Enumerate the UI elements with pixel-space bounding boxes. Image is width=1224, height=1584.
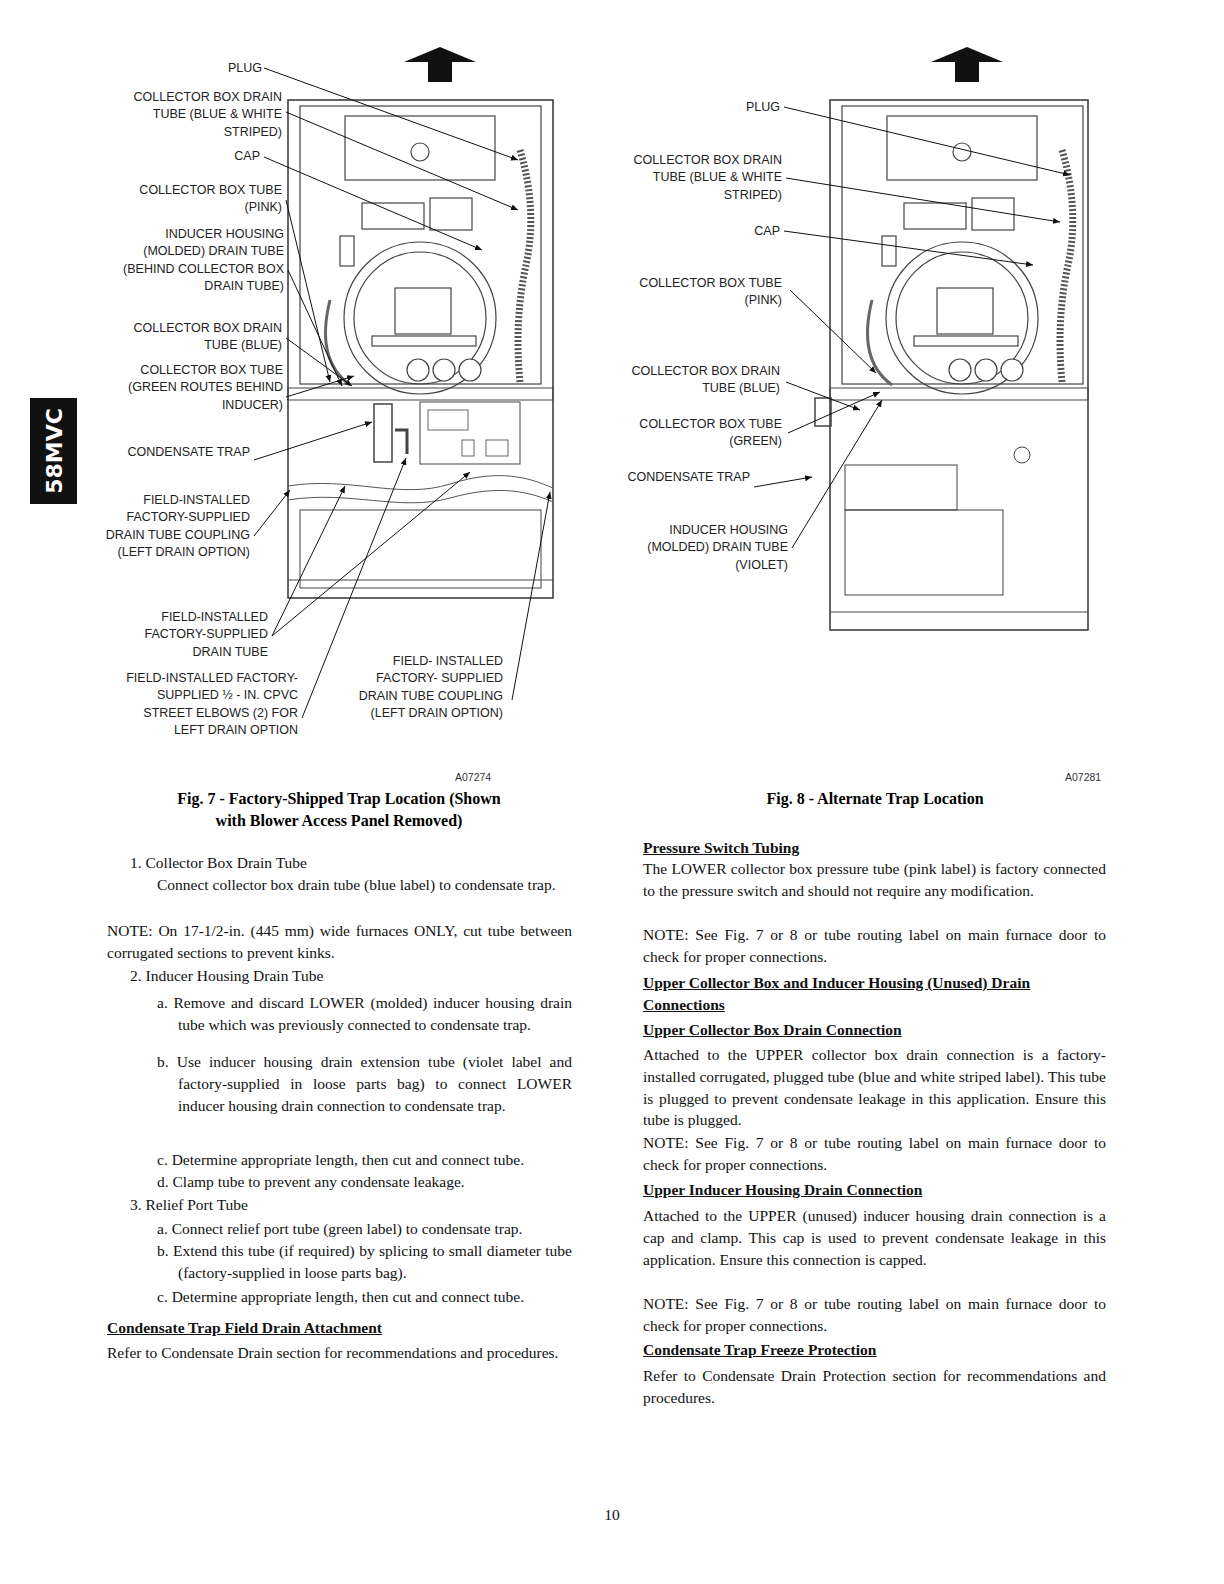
callout-label: CONDENSATE TRAP [100, 444, 250, 461]
leader-line [264, 68, 518, 160]
leader-line [272, 472, 470, 636]
callout-label: FIELD- INSTALLED FACTORY- SUPPLIED DRAIN… [353, 653, 503, 723]
section-heading: Condensate Trap Freeze Protection [643, 1339, 1106, 1361]
furnace-part [462, 440, 474, 456]
leader-line [754, 477, 812, 487]
furnace-part [486, 440, 508, 456]
leader-line [512, 492, 550, 700]
callout-label: COLLECTOR BOX TUBE (GREEN) [607, 416, 782, 451]
callout-label: COLLECTOR BOX TUBE (PINK) [107, 182, 282, 217]
list-item: 1. Collector Box Drain Tube [130, 852, 570, 874]
section-heading: Condensate Trap Field Drain Attachment [107, 1317, 572, 1339]
list-item: b. Extend this tube (if required) by spl… [157, 1240, 572, 1284]
furnace-part [395, 430, 407, 454]
leader-line [784, 107, 1070, 175]
body-text: The LOWER collector box pressure tube (p… [643, 858, 1106, 902]
up-arrow [404, 47, 1003, 82]
figure-code: A07281 [1065, 771, 1125, 784]
side-tab: 58MVC [30, 398, 77, 504]
list-item: b. Use inducer housing drain extension t… [157, 1051, 572, 1116]
section-heading: Upper Collector Box Drain Connection [643, 1019, 1106, 1041]
list-item: a. Remove and discard LOWER (molded) ind… [157, 992, 572, 1036]
furnace-part [300, 510, 541, 588]
body-text: NOTE: On 17-1/2-in. (445 mm) wide furnac… [107, 920, 572, 964]
furnace-part [845, 465, 957, 510]
figure-code: A07274 [455, 771, 515, 784]
body-text: Refer to Condensate Drain section for re… [107, 1342, 572, 1364]
callout-label: PLUG [162, 60, 262, 77]
callout-label: PLUG [680, 99, 780, 116]
furnace-part [288, 100, 553, 598]
leader-line [790, 290, 876, 373]
furnace-part [830, 388, 1088, 400]
furnace-part [420, 402, 520, 464]
furnace-part [288, 388, 553, 400]
leader-line [286, 376, 354, 397]
callout-label: COLLECTOR BOX DRAIN TUBE (BLUE) [107, 320, 282, 355]
leader-line [288, 270, 342, 386]
leader-line [286, 112, 518, 210]
furnace-part [288, 490, 553, 502]
leader-line [786, 178, 1060, 222]
list-item: 2. Inducer Housing Drain Tube [130, 965, 570, 987]
furnace-part [288, 476, 553, 490]
leader-line [254, 490, 290, 536]
figure-7-furnace [288, 100, 553, 598]
section-heading: Upper Collector Box and Inducer Housing … [643, 972, 1106, 1016]
leader-lines [254, 68, 1070, 718]
callout-label: COLLECTOR BOX DRAIN TUBE (BLUE) [605, 363, 780, 398]
section-heading: Pressure Switch Tubing [643, 837, 1106, 859]
body-text: NOTE: See Fig. 7 or 8 or tube routing la… [643, 1132, 1106, 1176]
body-text: Attached to the UPPER (unused) inducer h… [643, 1205, 1106, 1270]
tab-text: 58MVC [41, 408, 66, 494]
list-item: a. Connect relief port tube (green label… [157, 1218, 572, 1240]
callout-label: CAP [180, 148, 260, 165]
furnace-part [374, 404, 392, 462]
callout-label: CAP [700, 223, 780, 240]
figure-caption: Fig. 8 - Alternate Trap Location [655, 788, 1095, 810]
body-text: Attached to the UPPER collector box drai… [643, 1044, 1106, 1131]
leader-line [254, 422, 372, 460]
body-text: Refer to Condensate Drain Protection sec… [643, 1365, 1106, 1409]
list-item: 3. Relief Port Tube [130, 1194, 570, 1216]
leader-line [288, 580, 553, 581]
callout-label: FIELD-INSTALLED FACTORY-SUPPLIED DRAIN T… [108, 609, 268, 661]
figure-caption: Fig. 7 - Factory-Shipped Trap Location (… [174, 788, 504, 832]
callout-label: INDUCER HOUSING (MOLDED) DRAIN TUBE (BEH… [109, 226, 284, 296]
leader-line [830, 612, 1088, 613]
furnace-part [428, 410, 468, 430]
furnace-part [845, 510, 1003, 595]
leader-line [792, 400, 882, 548]
body-text: Connect collector box drain tube (blue l… [157, 874, 572, 896]
list-item: c. Determine appropriate length, then cu… [157, 1149, 572, 1171]
callout-label: FIELD-INSTALLED FACTORY-SUPPLIED ½ - IN.… [123, 670, 298, 740]
furnace-part [404, 47, 476, 82]
furnace-part [300, 106, 541, 394]
list-item: c. Determine appropriate length, then cu… [157, 1286, 572, 1308]
callout-label: INDUCER HOUSING (MOLDED) DRAIN TUBE (VIO… [613, 522, 788, 574]
callout-label: CONDENSATE TRAP [600, 469, 750, 486]
leader-line [264, 157, 482, 250]
callout-label: COLLECTOR BOX TUBE (PINK) [607, 275, 782, 310]
furnace-part [815, 398, 831, 426]
leader-line [272, 486, 345, 636]
callout-label: FIELD-INSTALLED FACTORY-SUPPLIED DRAIN T… [100, 492, 250, 562]
callout-label: COLLECTOR BOX DRAIN TUBE (BLUE & WHITE S… [107, 89, 282, 141]
figure-8-furnace [815, 100, 1088, 630]
furnace-part [830, 100, 1088, 630]
furnace-part [1014, 447, 1030, 463]
leader-line [286, 338, 352, 386]
callout-label: COLLECTOR BOX TUBE (GREEN ROUTES BEHIND … [108, 362, 283, 414]
leader-line [286, 200, 330, 382]
body-text: NOTE: See Fig. 7 or 8 or tube routing la… [643, 924, 1106, 968]
furnace-part [931, 47, 1003, 82]
body-text: NOTE: See Fig. 7 or 8 or tube routing la… [643, 1293, 1106, 1337]
list-item: d. Clamp tube to prevent any condensate … [157, 1171, 572, 1193]
page-number: 10 [572, 1504, 652, 1526]
leader-line [784, 231, 1033, 265]
section-heading: Upper Inducer Housing Drain Connection [643, 1179, 1106, 1201]
callout-label: COLLECTOR BOX DRAIN TUBE (BLUE & WHITE S… [607, 152, 782, 204]
